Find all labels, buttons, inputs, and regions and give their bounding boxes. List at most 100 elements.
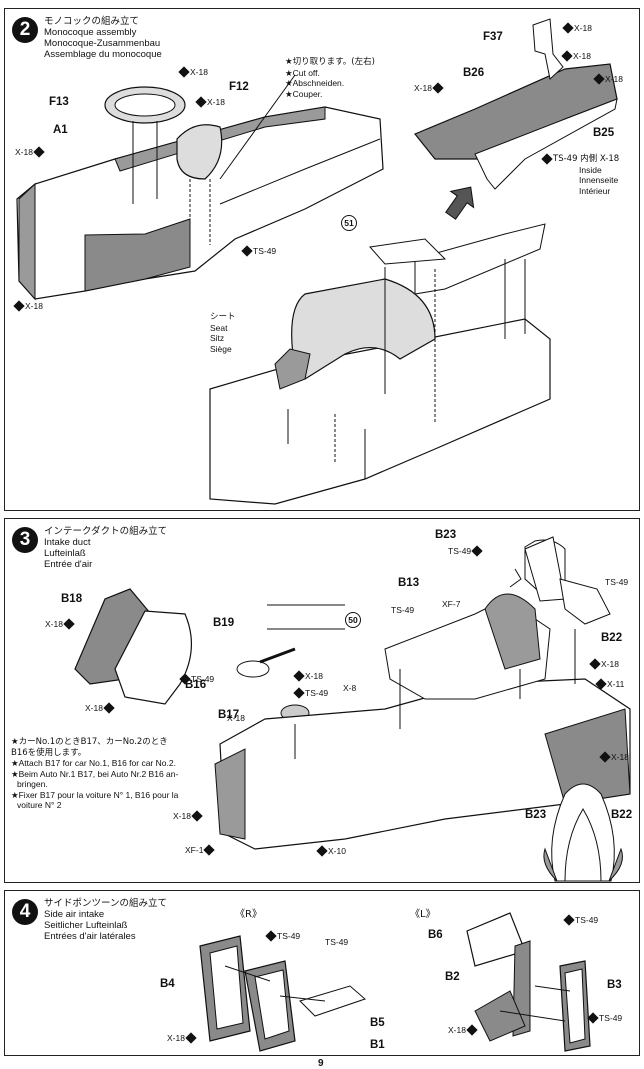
paint-callout-x18: X-18 [85, 702, 115, 714]
reference-step-number: 50 [345, 612, 361, 628]
paint-callout-x18: X-18 [562, 22, 592, 34]
part-label-b5: B5 [370, 1017, 385, 1029]
monocoque-illustration [16, 18, 618, 505]
paint-callout-x18: X-18 [589, 658, 619, 670]
paint-callout-ts49: TS-49 [293, 687, 328, 699]
paint-callout-x10: X-10 [316, 845, 346, 857]
left-side-label: 《L》 [410, 909, 436, 920]
seat-label: シート Seat Sitz Siège [210, 312, 236, 354]
part-label-b16: B16 [185, 679, 207, 691]
part-label-f37: F37 [483, 31, 503, 43]
part-label-f13: F13 [49, 96, 69, 108]
cut-off-note: ★切り取ります。(左右) ★Cut off. ★Abschneiden. ★Co… [285, 57, 375, 99]
paint-marker-icon [541, 153, 553, 165]
paint-callout-x11: X-11 [595, 678, 624, 690]
right-side-label: 《R》 [235, 909, 262, 920]
paint-callout-x18: X-18 [45, 618, 75, 630]
paint-callout-ts49: TS-49 [448, 545, 483, 557]
part-label-b13: B13 [398, 577, 420, 589]
part-label-b1: B1 [370, 1039, 385, 1051]
paint-callout-ts49: TS-49 [391, 605, 415, 615]
paint-marker-icon [293, 670, 305, 682]
paint-callout-ts49: TS-49 [265, 930, 300, 942]
paint-callout-ts49: TS-49 [241, 245, 276, 257]
car-number-note: ★カーNo.1のときB17、カーNo.2のとき B16を使用します。 ★Atta… [11, 737, 179, 810]
title-de: Monocoque-Zusammenbau [44, 38, 161, 49]
inset-label-b23: B23 [525, 809, 547, 821]
paint-callout-ts49: TS-49 [563, 914, 598, 926]
step-title: サイドポンツーンの組み立て Side air intake Seitlicher… [44, 898, 167, 942]
paint-marker-icon [562, 22, 574, 34]
step-4-panel: 4 サイドポンツーンの組み立て Side air intake Seitlich… [4, 890, 640, 1056]
paint-marker-icon [265, 930, 277, 942]
part-label-b4: B4 [160, 978, 175, 990]
page-number: 9 [318, 1058, 324, 1069]
step-number: 2 [12, 17, 38, 43]
paint-marker-icon [195, 96, 207, 108]
title-de: Lufteinlaß [44, 548, 86, 559]
title-jp: サイドポンツーンの組み立て [44, 898, 168, 909]
paint-marker-icon [33, 146, 45, 158]
paint-marker-icon [185, 1032, 197, 1044]
paint-marker-icon [191, 810, 203, 822]
paint-marker-icon [203, 844, 216, 856]
paint-marker-icon [466, 1024, 478, 1036]
paint-marker-icon [316, 845, 328, 857]
paint-marker-icon [471, 545, 483, 557]
title-fr: Assemblage du monocoque [44, 49, 162, 60]
paint-callout-ts49: TS-49 [605, 577, 629, 587]
part-label-b19: B19 [213, 617, 235, 629]
title-jp: インテークダクトの組み立て [44, 526, 168, 537]
paint-callout-ts49: TS-49 [587, 1012, 622, 1024]
paint-callout-x18: X-18 [167, 1032, 197, 1044]
part-label-b2: B2 [445, 971, 460, 983]
part-label-b18: B18 [61, 593, 83, 605]
step-3-panel: 3 インテークダクトの組み立て Intake duct Lufteinlaß E… [4, 518, 640, 883]
paint-callout-x18: X-18 [599, 751, 629, 763]
part-label-b23: B23 [435, 529, 457, 541]
paint-callout-x18: X-18 [173, 810, 203, 822]
paint-callout-x18: X-18 [593, 73, 623, 85]
step-title: インテークダクトの組み立て Intake duct Lufteinlaß Ent… [44, 526, 167, 570]
paint-callout-x18: X-18 [448, 1024, 478, 1036]
inside-paint-note: TS-49 内側 X-18 Inside Innenseite Intérieu… [541, 153, 619, 196]
step-title: モノコックの組み立て Monocoque assembly Monocoque-… [44, 16, 162, 60]
title-en: Intake duct [44, 537, 91, 548]
title-en: Monocoque assembly [44, 27, 137, 38]
part-label-b17: B17 [218, 709, 240, 721]
part-label-b3: B3 [607, 979, 622, 991]
paint-callout-x18: X-18 [227, 713, 245, 723]
paint-callout-ts49: TS-49 [179, 673, 214, 685]
part-label-f12: F12 [229, 81, 249, 93]
title-en: Side air intake [44, 909, 105, 920]
paint-callout-x18: X-18 [13, 300, 43, 312]
inset-label-b22: B22 [611, 809, 633, 821]
paint-callout-x18: X-18 [414, 82, 444, 94]
paint-marker-icon [178, 66, 190, 78]
paint-marker-icon [103, 702, 115, 714]
paint-marker-icon [593, 73, 605, 85]
step-number: 4 [12, 899, 38, 925]
title-fr: Entrées d'air latérales [44, 931, 136, 942]
step-number: 3 [12, 527, 38, 553]
paint-marker-icon [563, 914, 575, 926]
part-label-b25: B25 [593, 127, 615, 139]
part-label-b26: B26 [463, 67, 485, 79]
side-intake-illustration [199, 912, 591, 1052]
intake-duct-illustration [74, 536, 631, 882]
paint-marker-icon [179, 673, 191, 685]
step-2-panel: 2 モノコックの組み立て Monocoque assembly Monocoqu… [4, 8, 640, 511]
paint-callout-xf1: XF-1 [185, 844, 216, 856]
paint-marker-icon [432, 82, 444, 94]
paint-marker-icon [589, 658, 601, 670]
paint-callout-x18: X-18 [561, 50, 591, 62]
title-de: Seitlicher Lufteinlaß [44, 920, 128, 931]
paint-callout-ts49: TS-49 [325, 937, 349, 947]
paint-marker-icon [587, 1012, 599, 1024]
paint-callout-x18: X-18 [195, 96, 225, 108]
paint-callout-x18: X-18 [15, 146, 45, 158]
paint-marker-icon [63, 618, 75, 630]
paint-marker-icon [561, 50, 573, 62]
paint-marker-icon [293, 687, 305, 699]
paint-marker-icon [241, 245, 253, 257]
